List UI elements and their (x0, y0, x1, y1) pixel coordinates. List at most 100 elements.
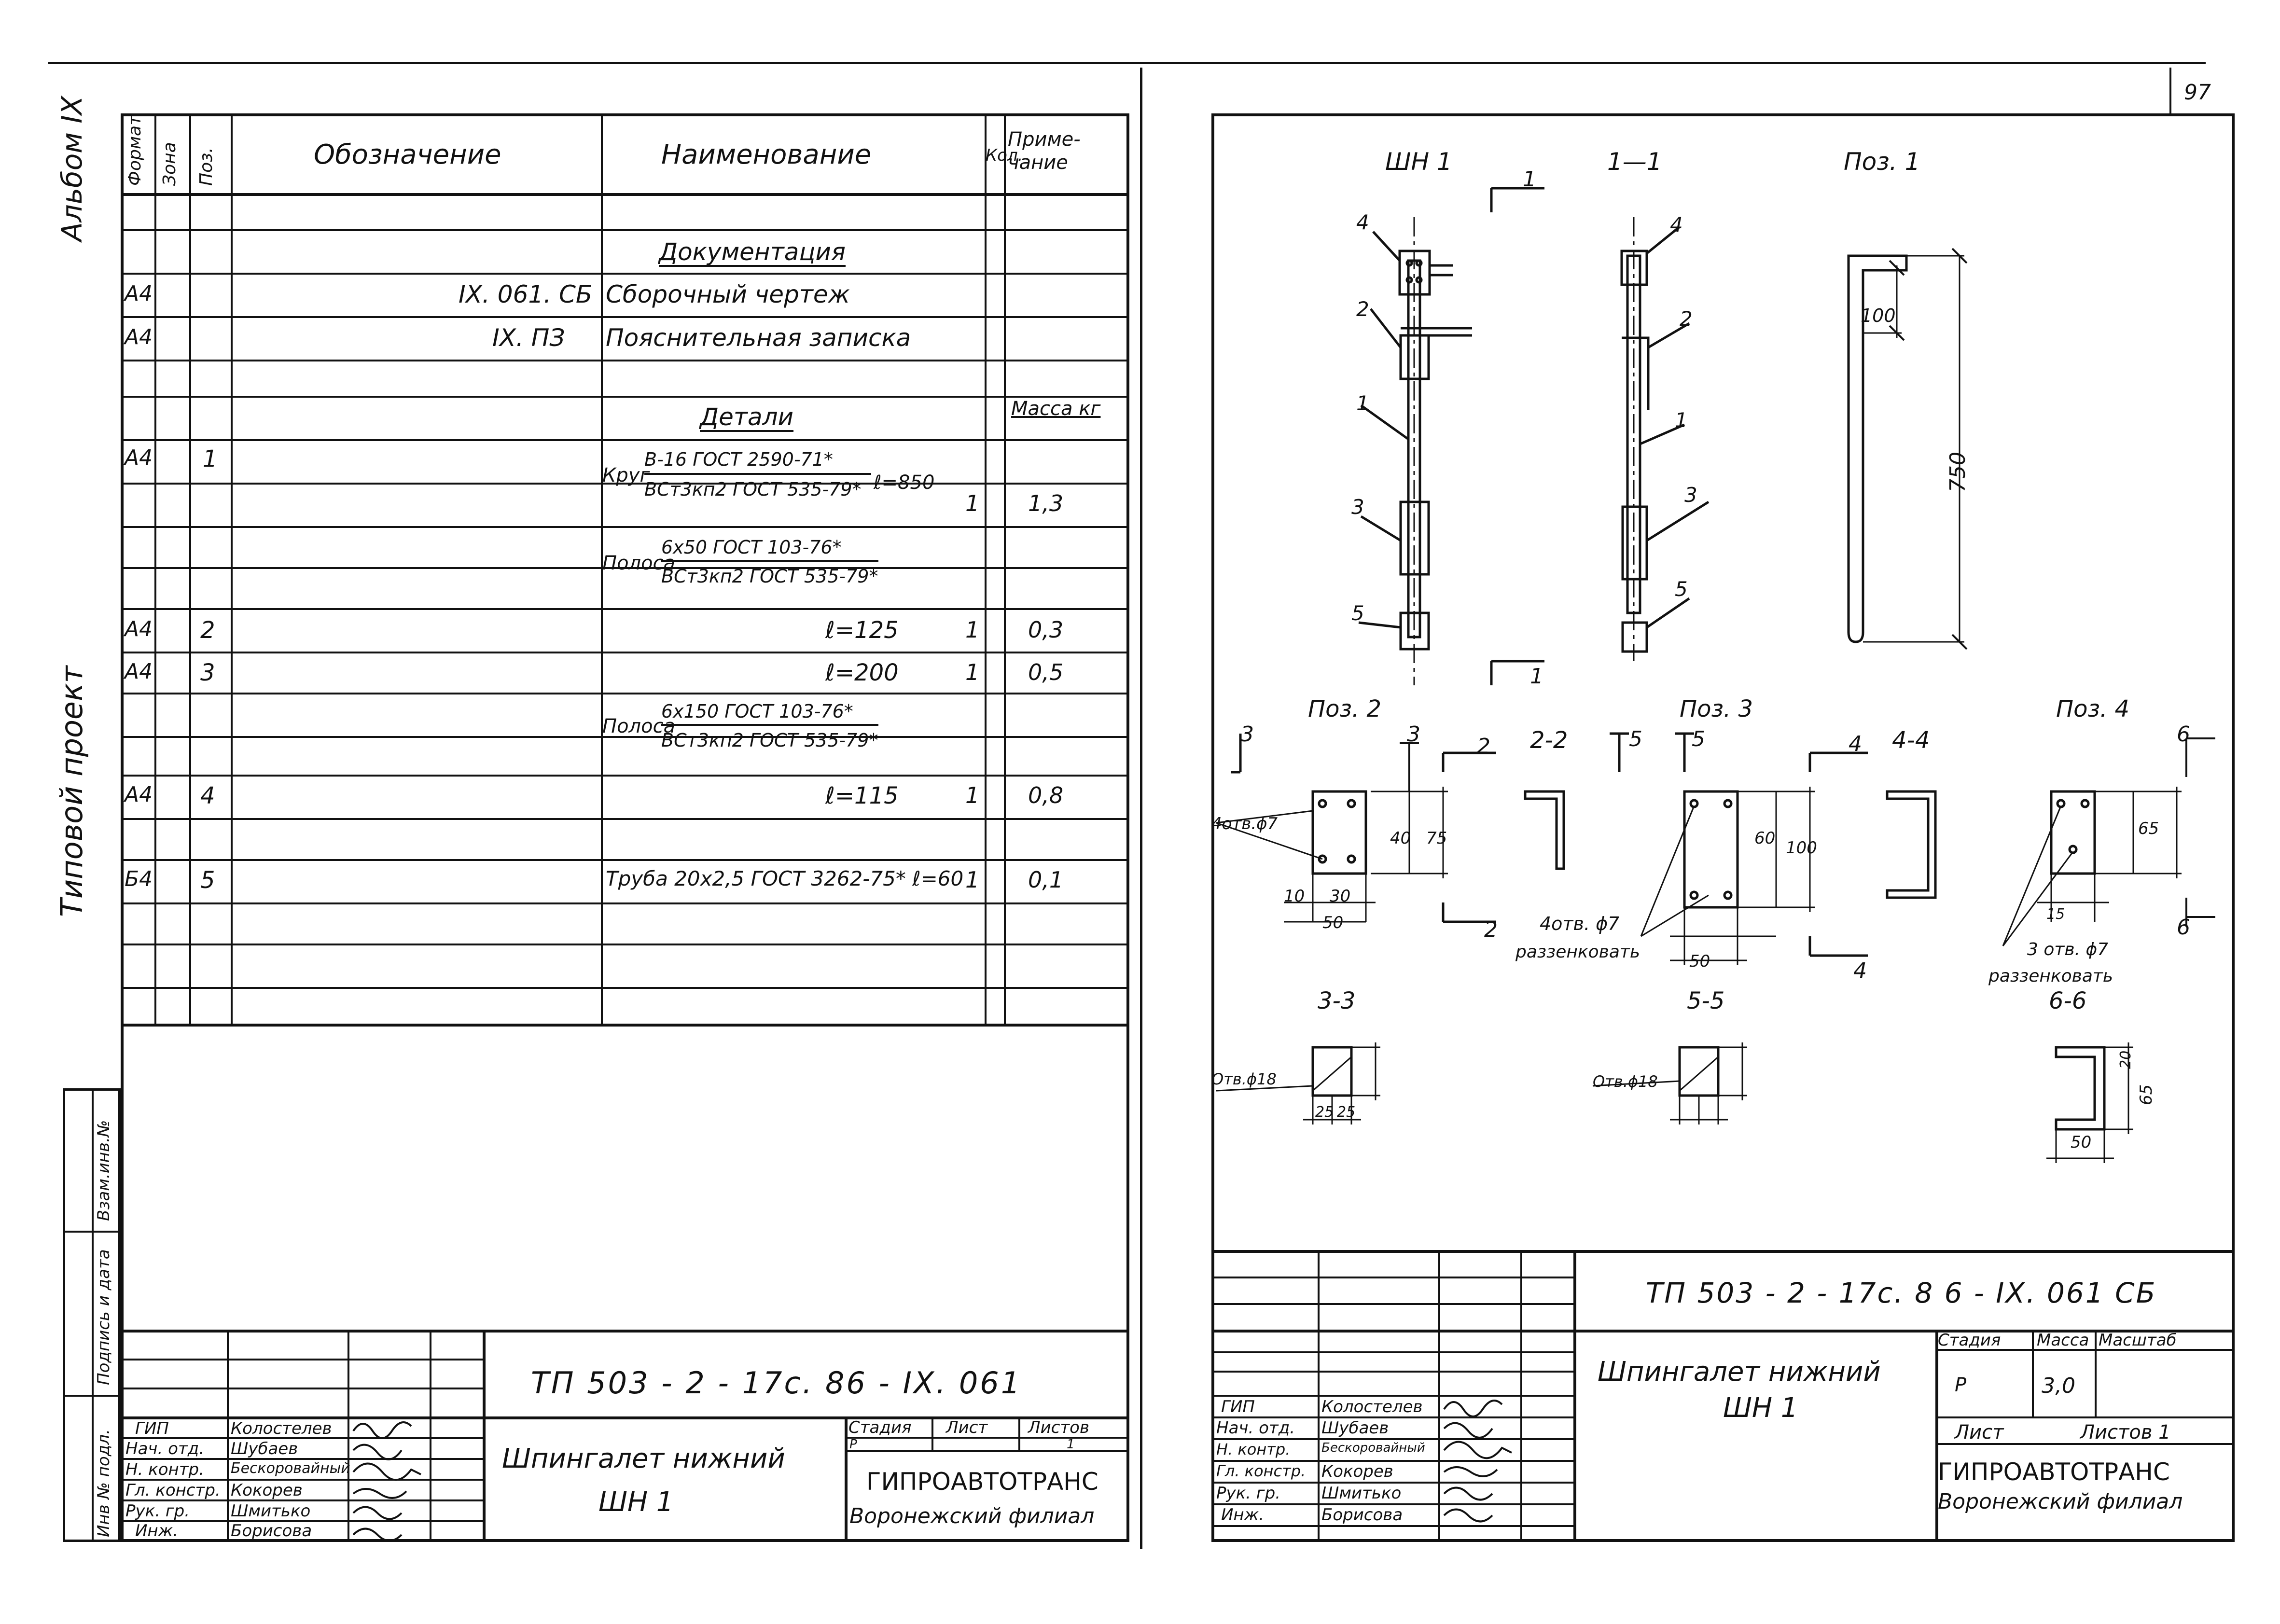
callout-5: 5 (1351, 601, 1364, 625)
tb-line (121, 1416, 1129, 1419)
callout-5b: 5 (1675, 577, 1688, 601)
tb-line (1211, 1460, 1573, 1462)
staff-role: Гл. констр. (1216, 1462, 1306, 1480)
project-label: Типовой проект (54, 666, 89, 917)
krug-prefix: Круг (602, 464, 650, 486)
dim-20b: 20 (2117, 1050, 2134, 1069)
dim-25b: 25 (1337, 1104, 1356, 1121)
header-designation: Обозначение (314, 139, 501, 170)
sheet-header: Лист (946, 1418, 988, 1437)
vzam-label: Взам.инв.№ (94, 1120, 113, 1221)
right-sheet-frame (1211, 113, 2235, 1542)
section-documentation: Документация (659, 238, 846, 266)
row-pos: 4 (200, 782, 215, 809)
doc-subtitle-right: ШН 1 (1723, 1392, 1798, 1424)
staff-name: Шмитько (1321, 1484, 1402, 1503)
tb-line (483, 1330, 486, 1542)
staff-name: Бескоровайный (1321, 1441, 1425, 1455)
krug-fraction-line (644, 473, 871, 475)
callout-1b: 1 (1675, 408, 1688, 432)
staff-role: Нач. отд. (125, 1439, 205, 1458)
row-line (121, 987, 1129, 989)
row-pos: 3 (200, 659, 215, 686)
krug-bottom: ВСт3кп2 ГОСТ 535-79* (644, 479, 862, 500)
dim-50: 50 (1322, 913, 1344, 932)
row-pos: 1 (203, 445, 218, 472)
staff-role: Нач. отд. (1216, 1418, 1295, 1438)
row-note: 0,3 (1028, 617, 1064, 643)
col-line (601, 113, 603, 1026)
row-length: ℓ=125 (825, 617, 899, 644)
tb-line (2095, 1330, 2097, 1416)
staff-name: Кокорев (231, 1481, 303, 1500)
tb-line (1211, 1277, 1573, 1278)
row-line (121, 693, 1129, 694)
staff-name: Шмитько (231, 1501, 311, 1521)
dim-50b: 50 (1689, 952, 1710, 971)
row-line (121, 439, 1129, 441)
assembly-view-sh1 (1358, 217, 1472, 685)
section-marker-1 (1490, 187, 1544, 685)
signatures-right (1443, 1400, 1512, 1523)
polosa2-bottom: ВСт3кп2 ГОСТ 535-79* (661, 730, 878, 751)
krug-top: В-16 ГОСТ 2590-71* (644, 449, 833, 470)
part-pos2 (1216, 734, 1448, 923)
staff-role: Рук. гр. (125, 1501, 190, 1521)
tb-line (1211, 1395, 1573, 1397)
polosa1-prefix: Полоса (602, 552, 676, 574)
row-line (121, 396, 1129, 398)
row-qty: 1 (965, 617, 980, 643)
row-line (121, 859, 1129, 861)
part-pos1 (1847, 248, 1968, 650)
tb-line (1211, 1525, 1573, 1527)
section-2-bottom: 2 (1484, 917, 1498, 942)
mass-value: 3,0 (2042, 1374, 2075, 1398)
profile-2-2 (1524, 790, 1565, 870)
tb-line (121, 1499, 483, 1501)
view-title-pos3: Поз. 3 (1680, 695, 1753, 722)
tb-line (1211, 1482, 1573, 1484)
row-line (121, 567, 1129, 569)
stamp-col-div (92, 1088, 94, 1542)
section-marker-4 (1808, 751, 1868, 957)
doc-subtitle-left: ШН 1 (598, 1486, 674, 1518)
row-line (121, 360, 1129, 361)
signatures-left (352, 1421, 421, 1542)
header-zone: Зона (160, 142, 180, 186)
section-5-left: 5 (1629, 727, 1642, 751)
staff-role: ГИП (135, 1419, 169, 1438)
section-3-right: 3 (1407, 722, 1420, 747)
hole18-33: Отв.ϕ18 (1211, 1070, 1277, 1088)
scale-header: Масштаб (2099, 1331, 2177, 1350)
tb-line (845, 1437, 1129, 1439)
polosa1-bottom: ВСт3кп2 ГОСТ 535-79* (661, 566, 878, 587)
staff-role: Рук. гр. (1216, 1484, 1281, 1503)
staff-name: Колостелев (231, 1419, 332, 1438)
tb-line (1018, 1416, 1020, 1450)
row-pos: 5 (200, 867, 215, 894)
dim-100b: 100 (1786, 838, 1817, 858)
holes-pos3: 4отв. ϕ7 (1540, 913, 1620, 934)
row-note: 0,5 (1028, 659, 1064, 685)
sign-label: Подпись и дата (94, 1249, 113, 1385)
tb-line (1211, 1250, 2235, 1253)
stamp-row-div (63, 1231, 121, 1233)
tb-line (1211, 1438, 1573, 1440)
staff-role: Н. контр. (125, 1460, 204, 1479)
row-note: 0,8 (1028, 782, 1064, 808)
staff-role: ГИП (1221, 1397, 1255, 1416)
polosa1-fraction-line (661, 560, 878, 562)
row-format: А4 (125, 617, 153, 641)
section-4-bottom: 4 (1853, 958, 1867, 983)
tb-line (1211, 1303, 1573, 1305)
view-title-6-6: 6-6 (2049, 987, 2087, 1014)
doc-code-right: ТП 503 - 2 - 17с. 8 6 - IX. 061 СБ (1646, 1277, 2157, 1309)
stage-value: Р (1955, 1374, 1967, 1396)
row-line (121, 193, 1129, 196)
staff-name: Кокорев (1321, 1462, 1393, 1481)
header-pos: Поз. (196, 147, 216, 186)
top-border-line (48, 62, 2206, 64)
row-name: Сборочный чертеж (606, 280, 850, 308)
row-format: А4 (125, 445, 153, 470)
section-5-right: 5 (1692, 727, 1705, 751)
